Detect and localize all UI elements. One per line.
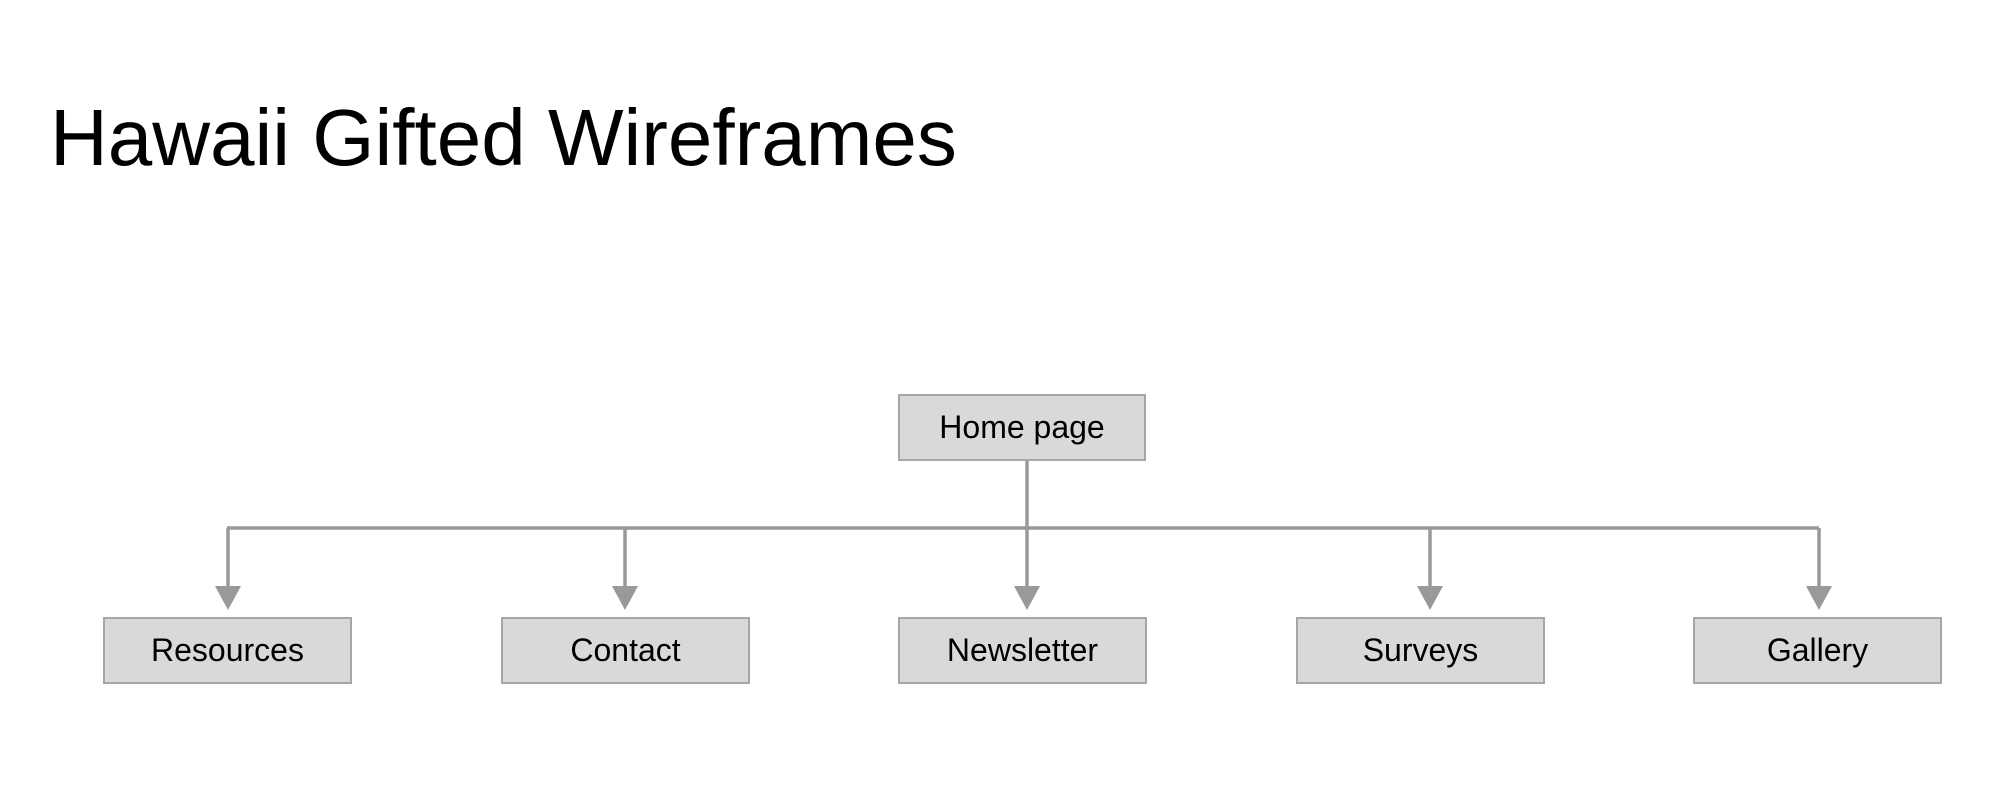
surveys-box: Surveys [1296, 617, 1545, 684]
arrowhead-newsletter [1014, 586, 1040, 610]
gallery-box: Gallery [1693, 617, 1942, 684]
contact-box: Contact [501, 617, 750, 684]
arrowhead-contact [612, 586, 638, 610]
arrowhead-surveys [1417, 586, 1443, 610]
home-page-label: Home page [939, 409, 1105, 445]
contact-label: Contact [570, 632, 681, 668]
surveys-label: Surveys [1362, 632, 1479, 668]
newsletter-box: Newsletter [898, 617, 1147, 684]
home-page-box: Home page [898, 394, 1146, 461]
resources-box: Resources [103, 617, 352, 684]
gallery-label: Gallery [1766, 632, 1869, 668]
arrowhead-resources [215, 586, 241, 610]
arrowhead-gallery [1806, 586, 1832, 610]
page-title: Hawaii Gifted Wireframes [50, 93, 957, 182]
resources-label: Resources [151, 632, 304, 668]
newsletter-label: Newsletter [946, 632, 1099, 668]
